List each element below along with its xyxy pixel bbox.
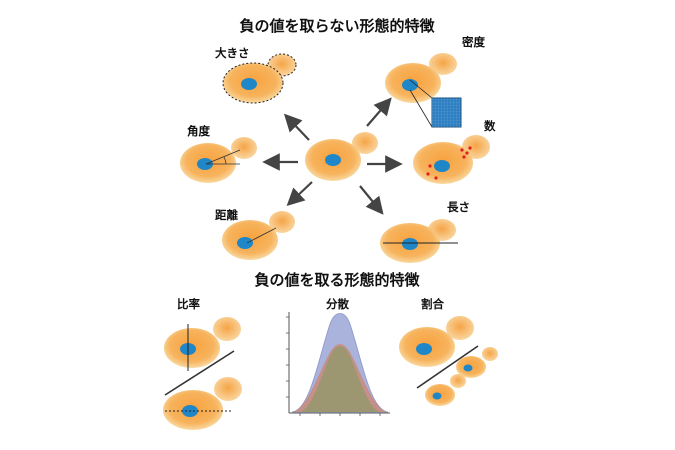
cell-angle bbox=[180, 137, 257, 183]
cell-proportion-whole bbox=[399, 316, 474, 367]
label-proportion: 割合 bbox=[421, 297, 444, 311]
variance-plot bbox=[286, 312, 390, 416]
cell-count bbox=[413, 135, 490, 184]
cell-ratio-top bbox=[164, 317, 241, 371]
cell-ratio-bottom bbox=[163, 377, 242, 430]
cell-size bbox=[222, 53, 297, 104]
label-size: 大きさ bbox=[215, 46, 250, 60]
cell-length bbox=[380, 219, 458, 263]
cell-proportion-part-b bbox=[425, 374, 466, 406]
arrows bbox=[262, 97, 403, 215]
label-ratio: 比率 bbox=[177, 297, 200, 311]
proportion-divider bbox=[416, 345, 479, 389]
cell-center bbox=[305, 132, 378, 181]
label-angle: 角度 bbox=[187, 124, 210, 138]
label-distance: 距離 bbox=[215, 208, 238, 222]
cell-distance bbox=[222, 211, 295, 260]
title-negative: 負の値を取る形態的特徴 bbox=[254, 271, 420, 289]
label-count: 数 bbox=[484, 119, 496, 133]
cell-proportion-part-a bbox=[456, 347, 498, 378]
cell-density bbox=[385, 53, 462, 128]
label-variance: 分散 bbox=[326, 297, 349, 311]
title-nonnegative: 負の値を取らない形態的特徴 bbox=[239, 17, 435, 35]
label-density: 密度 bbox=[461, 35, 485, 49]
label-length: 長さ bbox=[447, 200, 470, 214]
ratio-divider bbox=[164, 350, 235, 396]
